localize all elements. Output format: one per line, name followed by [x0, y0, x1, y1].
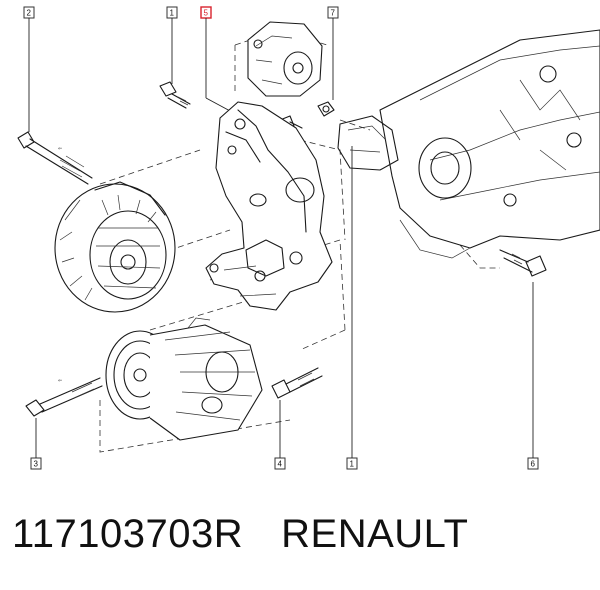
bolt-2: ⇐: [17, 131, 93, 185]
part-number: 117103703R: [12, 512, 244, 556]
part-caption: 117103703R RENAULT: [12, 512, 468, 557]
nut-7: [317, 101, 335, 117]
exploded-parts-diagram: 2 1 5 7 3 4 1 6: [17, 6, 600, 470]
svg-text:1: 1: [170, 9, 175, 18]
bolt-3: ⇐: [25, 377, 103, 417]
callout-1-bottom: 1: [346, 457, 358, 470]
bolt-6: [499, 249, 547, 277]
svg-text:⇐: ⇐: [58, 378, 62, 384]
callout-5: 5: [200, 6, 212, 19]
svg-text:4: 4: [278, 460, 283, 469]
svg-text:1: 1: [350, 460, 355, 469]
svg-text:⇐: ⇐: [58, 146, 62, 152]
bolt-4: [271, 367, 323, 399]
callout-6: 6: [527, 457, 539, 470]
bolt-1-top: [159, 81, 191, 109]
callout-3: 3: [30, 457, 42, 470]
svg-text:3: 3: [34, 460, 39, 469]
svg-text:6: 6: [531, 460, 536, 469]
mounting-bracket-5: [205, 101, 333, 311]
svg-text:7: 7: [331, 9, 336, 18]
callout-1-top: 1: [166, 6, 178, 19]
svg-text:5: 5: [204, 9, 209, 18]
steering-pump: [247, 21, 323, 97]
brand-name: RENAULT: [281, 512, 469, 556]
ac-compressor: [105, 317, 263, 441]
engine-block: [337, 29, 600, 259]
callout-4: 4: [274, 457, 286, 470]
alternator: [54, 181, 176, 313]
svg-text:2: 2: [27, 9, 32, 18]
callout-7: 7: [327, 6, 339, 19]
callout-2: 2: [23, 6, 35, 19]
